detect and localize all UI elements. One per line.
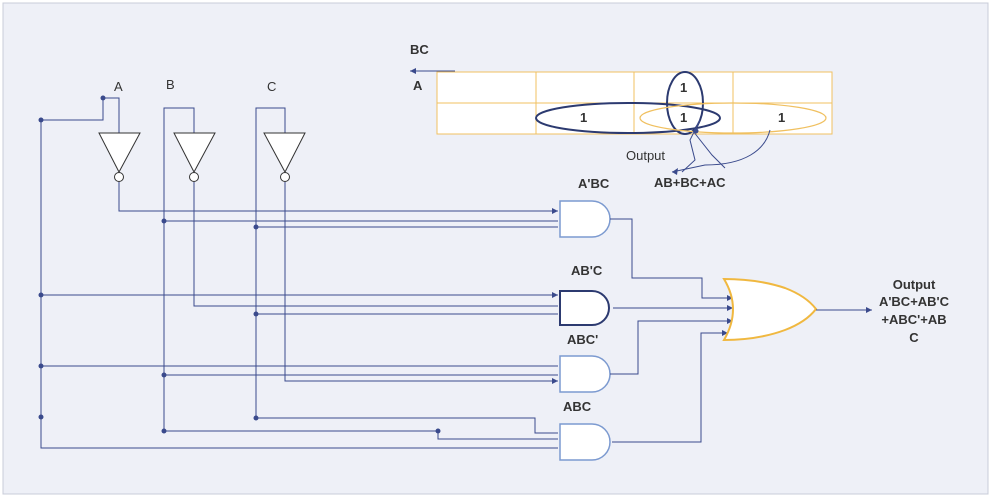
wire-b-and4 xyxy=(164,430,558,440)
and-gate-3-label: ABC' xyxy=(567,332,598,347)
kmap-expression: AB+BC+AC xyxy=(654,175,726,190)
wire-and4-or xyxy=(612,332,728,443)
not-gate-a xyxy=(98,132,141,182)
or-gate xyxy=(722,277,818,342)
kmap-group-ac-loop xyxy=(639,102,827,134)
output-expression-line3: C xyxy=(909,330,919,345)
input-rail-c xyxy=(255,107,286,418)
output-arrowhead xyxy=(866,307,872,313)
kmap-cell-r0-c2: 1 xyxy=(680,80,687,95)
input-rail-a xyxy=(40,97,120,448)
wire-notC-and3 xyxy=(284,182,558,382)
and-gate-1 xyxy=(559,200,611,238)
kmap-row-header: A xyxy=(413,78,423,93)
wire-c-and4 xyxy=(256,417,558,434)
kmap-pointer-node xyxy=(693,128,699,134)
kmap-col-header: BC xyxy=(410,42,429,57)
kmap-pointer-arrowhead xyxy=(672,168,678,175)
kmap-arrow-head xyxy=(410,68,416,74)
karnaugh-map: BC A 1 1 1 1 Output AB+BC+AC xyxy=(410,42,833,190)
not-gate-b xyxy=(173,132,216,182)
input-a-node xyxy=(100,95,106,101)
output-expression-line2: +ABC'+AB xyxy=(881,312,946,327)
and-gate-3 xyxy=(559,355,611,393)
kmap-group-bc-loop xyxy=(666,71,704,135)
output-title: Output xyxy=(893,277,936,292)
kmap-cell-r1-c2: 1 xyxy=(680,110,687,125)
wire-and3-or xyxy=(610,320,733,375)
input-rail-b xyxy=(163,107,195,431)
kmap-pointer-3 xyxy=(671,129,771,173)
kmap-cell-r1-c1: 1 xyxy=(580,110,587,125)
output-expression-line1: A'BC+AB'C xyxy=(879,294,950,309)
and-gate-2-label: AB'C xyxy=(571,263,603,278)
kmap-cell-r1-c3: 1 xyxy=(778,110,785,125)
not-gate-c xyxy=(263,132,306,182)
and-gate-4-label: ABC xyxy=(563,399,592,414)
input-label-b: B xyxy=(166,77,175,92)
and-gate-2 xyxy=(559,290,610,326)
and-gate-1-label: A'BC xyxy=(578,176,610,191)
kmap-group-ab-loop xyxy=(535,102,721,134)
and-gate-4 xyxy=(559,423,611,461)
wire-notA-and1 xyxy=(118,182,558,212)
kmap-output-label: Output xyxy=(626,148,665,163)
wire-notB-and2 xyxy=(193,182,558,307)
wire-a-and4 xyxy=(40,417,558,449)
wire-and1-or xyxy=(610,218,733,299)
input-label-c: C xyxy=(267,79,276,94)
input-label-a: A xyxy=(114,79,123,94)
